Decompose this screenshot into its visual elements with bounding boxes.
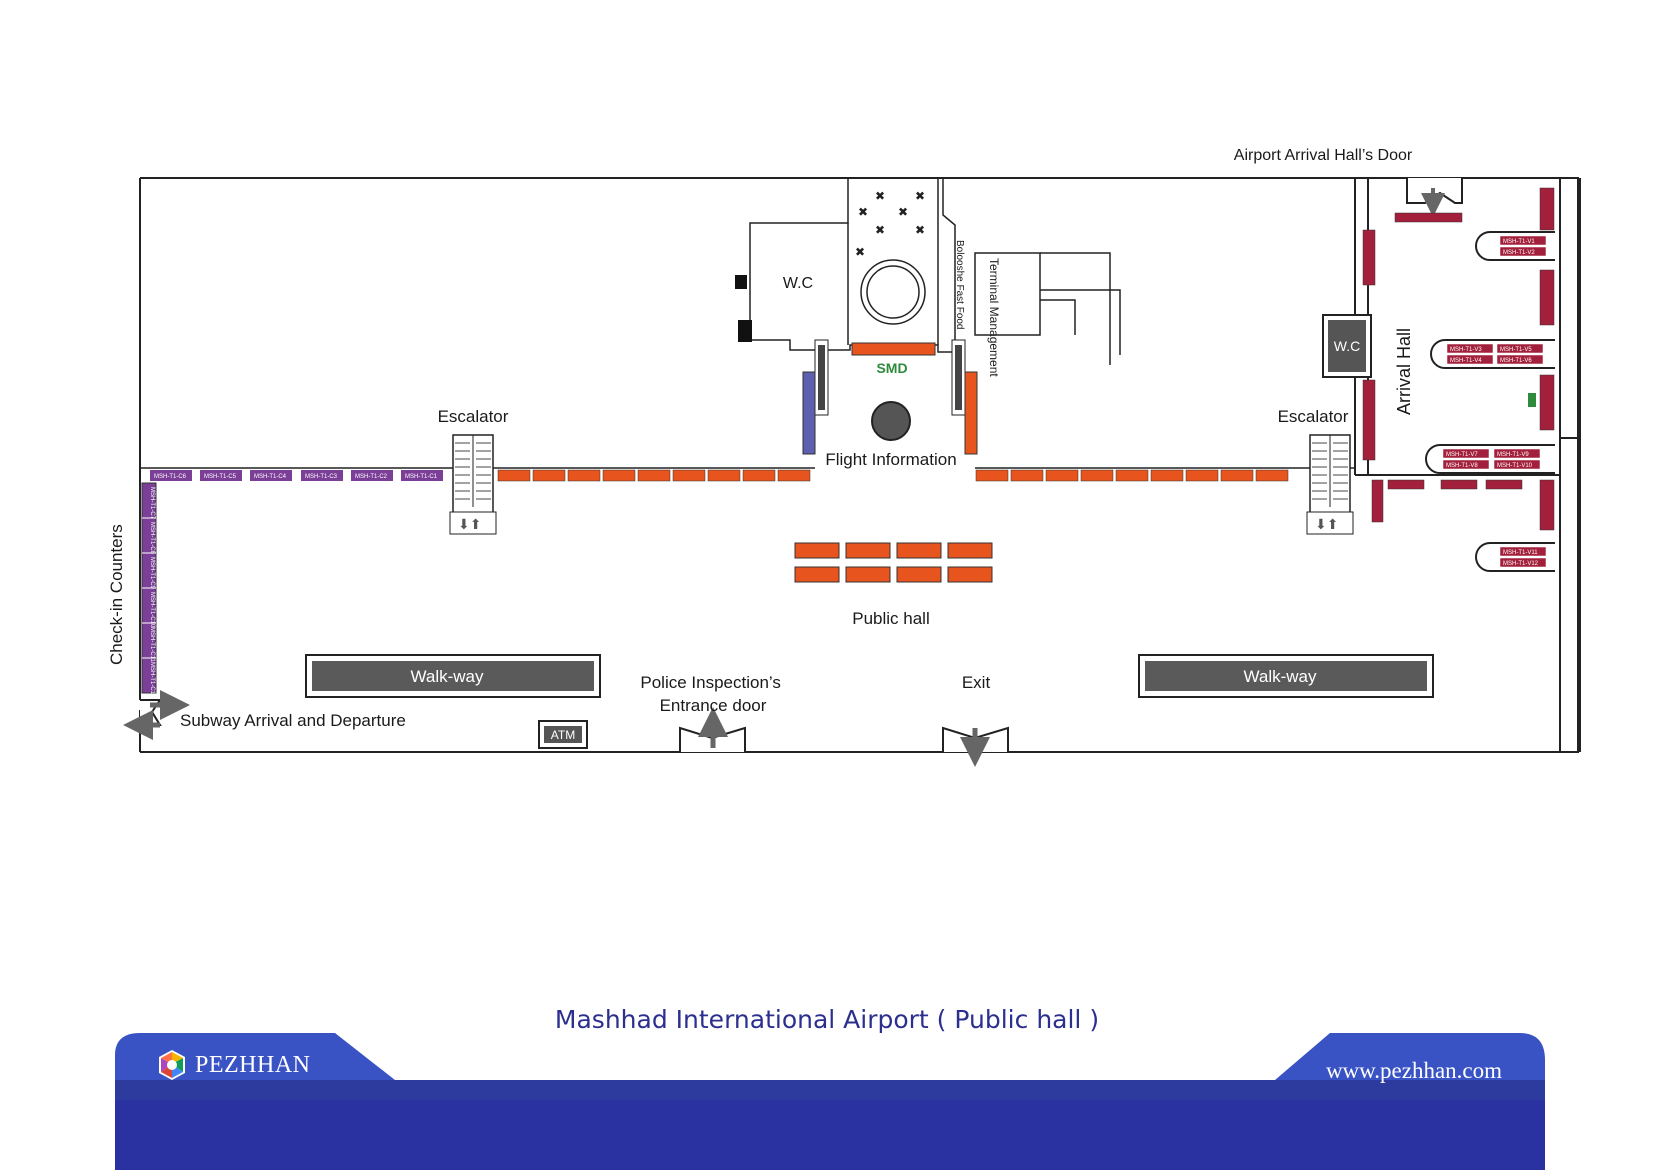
arrival-maroon-counters[interactable] — [1362, 187, 1555, 531]
blue-counter[interactable] — [802, 371, 816, 455]
brand-name: PEZHHAN — [195, 1051, 311, 1078]
wc-block-left[interactable] — [735, 275, 752, 342]
checkin-left-label: MSH-T1-C11 — [149, 627, 155, 663]
subway-entrance[interactable] — [123, 690, 190, 740]
svg-text:MSH-T1-V3: MSH-T1-V3 — [1450, 347, 1482, 353]
smd-label: SMD — [876, 360, 907, 376]
arrival-hall-label: Arrival Hall — [1394, 328, 1414, 415]
atm-label: ATM — [551, 728, 575, 742]
svg-text:MSH-T1-C1: MSH-T1-C1 — [405, 474, 438, 480]
svg-text:MSH-T1-V8: MSH-T1-V8 — [1446, 463, 1478, 469]
arrival-door-label: Airport Arrival Hall’s Door — [1234, 147, 1413, 164]
checkin-top-row: MSH-T1-C6 MSH-T1-C5 MSH-T1-C4 MSH-T1-C3 … — [150, 470, 443, 481]
svg-text:MSH-T1-V2: MSH-T1-V2 — [1503, 250, 1535, 256]
svg-text:MSH-T1-C4: MSH-T1-C4 — [254, 474, 287, 480]
svg-text:MSH-T1-V12: MSH-T1-V12 — [1503, 561, 1539, 567]
police-entrance-door[interactable] — [679, 707, 746, 752]
floor-plan: Airport Arrival Hall’s Door W.C Bolooshe… — [107, 147, 1581, 767]
map-title: Mashhad International Airport ( Public h… — [554, 1005, 1100, 1034]
escalator-right[interactable]: ⬇⬆ — [1306, 434, 1354, 535]
public-hall-label: Public hall — [852, 609, 930, 628]
fast-food-label: Bolooshe Fast Food — [954, 240, 965, 330]
checkin-left-label: MSH-T1-C10 — [149, 592, 155, 628]
flight-information-board[interactable] — [871, 401, 911, 441]
public-hall-booths[interactable] — [794, 542, 993, 583]
atm[interactable] — [538, 720, 588, 749]
checkin-counter[interactable] — [301, 470, 343, 481]
checkin-left-label: MSH-T1-C12 — [149, 662, 155, 698]
arrival-booths[interactable] — [1442, 235, 1547, 568]
svg-text:MSH-T1-V1: MSH-T1-V1 — [1503, 239, 1535, 245]
svg-text:MSH-T1-V7: MSH-T1-V7 — [1446, 452, 1478, 458]
svg-text:✖: ✖ — [915, 223, 925, 237]
exit-label: Exit — [962, 673, 991, 692]
subway-label: Subway Arrival and Departure — [180, 711, 406, 730]
checkin-left-label: MSH-T1-C7 — [149, 487, 155, 520]
walkway-left[interactable] — [305, 654, 601, 698]
exit-door[interactable] — [942, 726, 1009, 767]
svg-text:✖: ✖ — [898, 205, 908, 219]
escalator-left-label: Escalator — [438, 407, 509, 426]
svg-text:✖: ✖ — [875, 223, 885, 237]
smd-counter[interactable] — [851, 342, 936, 356]
svg-text:MSH-T1-C5: MSH-T1-C5 — [204, 474, 237, 480]
orange-counter-vertical[interactable] — [964, 371, 978, 455]
wc-label-left: W.C — [783, 275, 813, 292]
pezhhan-logo-icon — [159, 1050, 185, 1080]
checkin-counter[interactable] — [200, 470, 242, 481]
arrival-booth-labels: MSH-T1-V1 MSH-T1-V2 MSH-T1-V3 MSH-T1-V4 … — [1446, 239, 1539, 567]
brand-logo[interactable]: PEZHHAN — [155, 1048, 311, 1082]
svg-text:MSH-T1-V11: MSH-T1-V11 — [1503, 550, 1538, 556]
website-link[interactable]: www.pezhhan.com — [1325, 1058, 1502, 1083]
escalator-left[interactable]: ⬇⬆ — [449, 434, 497, 535]
svg-text:✖: ✖ — [858, 205, 868, 219]
svg-text:⬇⬆: ⬇⬆ — [458, 517, 481, 533]
seating-icons: ✖ ✖ ✖ ✖ ✖ ✖ ✖ — [855, 189, 925, 259]
checkin-counter[interactable] — [250, 470, 292, 481]
arrival-door[interactable] — [1406, 178, 1463, 217]
svg-text:✖: ✖ — [855, 245, 865, 259]
green-marker — [1528, 393, 1536, 407]
checkin-counter[interactable] — [351, 470, 393, 481]
wc-label-right: W.C — [1334, 338, 1360, 354]
svg-text:✖: ✖ — [915, 189, 925, 203]
svg-text:MSH-T1-V4: MSH-T1-V4 — [1450, 358, 1482, 364]
walkway-right[interactable] — [1138, 654, 1434, 698]
terminal-management-label: Terminal Management — [987, 258, 1001, 377]
svg-text:MSH-T1-V9: MSH-T1-V9 — [1497, 452, 1529, 458]
central-block — [749, 177, 1121, 365]
checkin-counters-label: Check-in Counters — [107, 524, 126, 665]
flight-information-label: Flight Information — [825, 450, 956, 469]
checkin-left-label: MSH-T1-C8 — [149, 522, 155, 555]
walkway-left-label: Walk-way — [410, 667, 484, 686]
svg-text:MSH-T1-V5: MSH-T1-V5 — [1500, 347, 1532, 353]
checkin-counter[interactable] — [401, 470, 443, 481]
checkin-counter[interactable] — [150, 470, 192, 481]
wc-block-right[interactable] — [1322, 314, 1372, 378]
svg-text:⬇⬆: ⬇⬆ — [1315, 517, 1338, 533]
svg-text:✖: ✖ — [875, 189, 885, 203]
svg-text:MSH-T1-V6: MSH-T1-V6 — [1500, 358, 1532, 364]
checkin-left-label: MSH-T1-C9 — [149, 557, 155, 590]
orange-counters-right[interactable] — [975, 469, 1289, 482]
svg-text:MSH-T1-V10: MSH-T1-V10 — [1497, 463, 1533, 469]
footer-banner — [115, 1033, 1545, 1170]
orange-counters-left[interactable] — [497, 469, 811, 482]
escalator-right-label: Escalator — [1278, 407, 1349, 426]
svg-text:MSH-T1-C6: MSH-T1-C6 — [154, 474, 187, 480]
police-entrance-label: Police Inspection’s Entrance door — [640, 673, 785, 715]
walkway-right-label: Walk-way — [1243, 667, 1317, 686]
svg-text:MSH-T1-C2: MSH-T1-C2 — [355, 474, 388, 480]
checkin-left-column — [141, 482, 157, 694]
svg-text:MSH-T1-C3: MSH-T1-C3 — [305, 474, 338, 480]
